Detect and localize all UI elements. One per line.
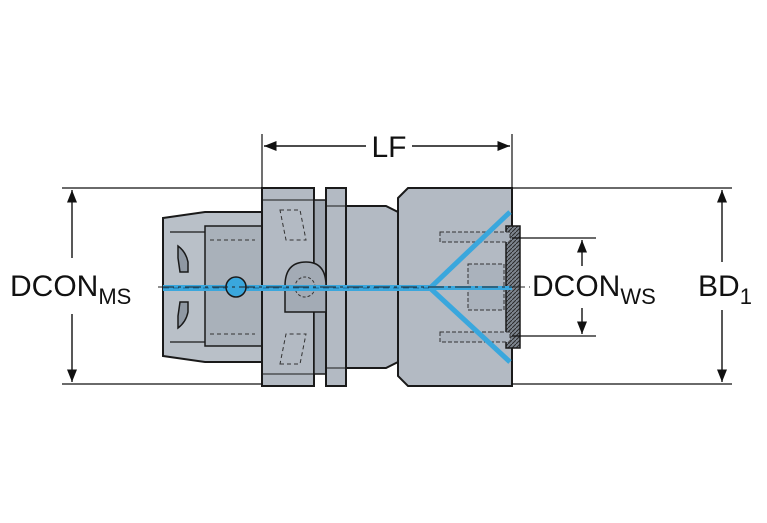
- dimension-lf: LF: [261, 131, 513, 188]
- dcon-ms-main: DCON: [10, 270, 98, 303]
- dcon-ws-main: DCON: [532, 270, 620, 303]
- dcon-ms-label: DCONMS: [10, 270, 131, 309]
- bd1-label: BD1: [698, 270, 752, 309]
- dcon-ws-sub: WS: [620, 284, 655, 309]
- coolant-channels: [163, 210, 512, 364]
- lf-label: LF: [371, 131, 406, 164]
- dimension-bd1: BD1: [512, 187, 752, 385]
- dimension-dcon-ms: DCONMS: [10, 187, 262, 385]
- dimension-dcon-ws: DCONWS: [512, 237, 656, 337]
- dcon-ms-sub: MS: [98, 284, 131, 309]
- bd1-main: BD: [698, 270, 740, 303]
- dcon-ws-label: DCONWS: [532, 270, 656, 309]
- bd1-sub: 1: [740, 284, 752, 309]
